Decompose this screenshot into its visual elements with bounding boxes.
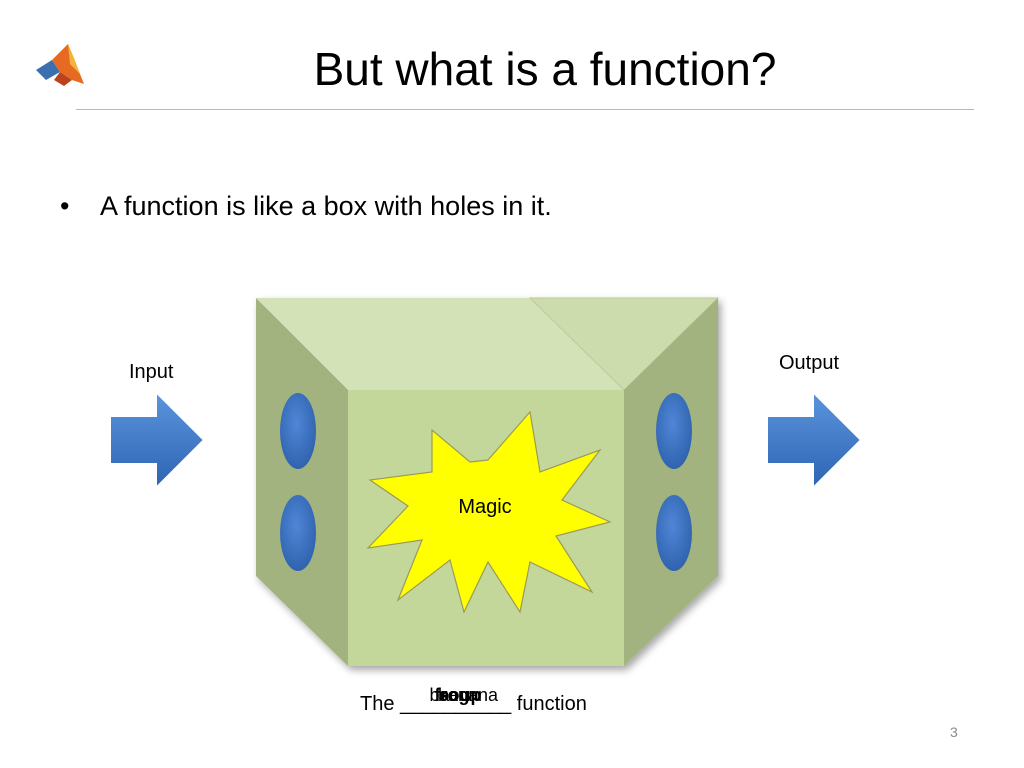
output-label: Output: [779, 352, 840, 374]
output-arrow-icon: [766, 389, 863, 491]
overlap-word: soup: [438, 685, 482, 705]
magic-starburst-icon: [366, 410, 612, 614]
right-hole-top: [656, 393, 692, 469]
function-box: [256, 297, 720, 666]
input-label: Input: [129, 361, 174, 383]
overlap-word: bacon: [429, 685, 479, 705]
magic-label: Magic: [458, 496, 512, 518]
input-arrow-icon: [109, 389, 206, 491]
right-hole-bottom: [656, 495, 692, 571]
bullet-glyph: •: [60, 191, 70, 221]
function-caption: The __________ function: [360, 693, 587, 715]
left-hole-bottom: [280, 495, 316, 571]
bullet-text: A function is like a box with holes in i…: [100, 191, 552, 221]
page-number: 3: [950, 724, 958, 740]
overlapping-word-stack: banana bacon soup frog: [412, 684, 512, 708]
overlap-word: frog: [434, 685, 470, 705]
bullet-item: • A function is like a box with holes in …: [60, 186, 552, 226]
left-hole-top: [280, 393, 316, 469]
title-divider: [76, 109, 974, 110]
slide-title: But what is a function?: [313, 43, 777, 95]
matlab-logo-icon: [36, 44, 84, 86]
overlap-word: banana: [437, 685, 499, 705]
